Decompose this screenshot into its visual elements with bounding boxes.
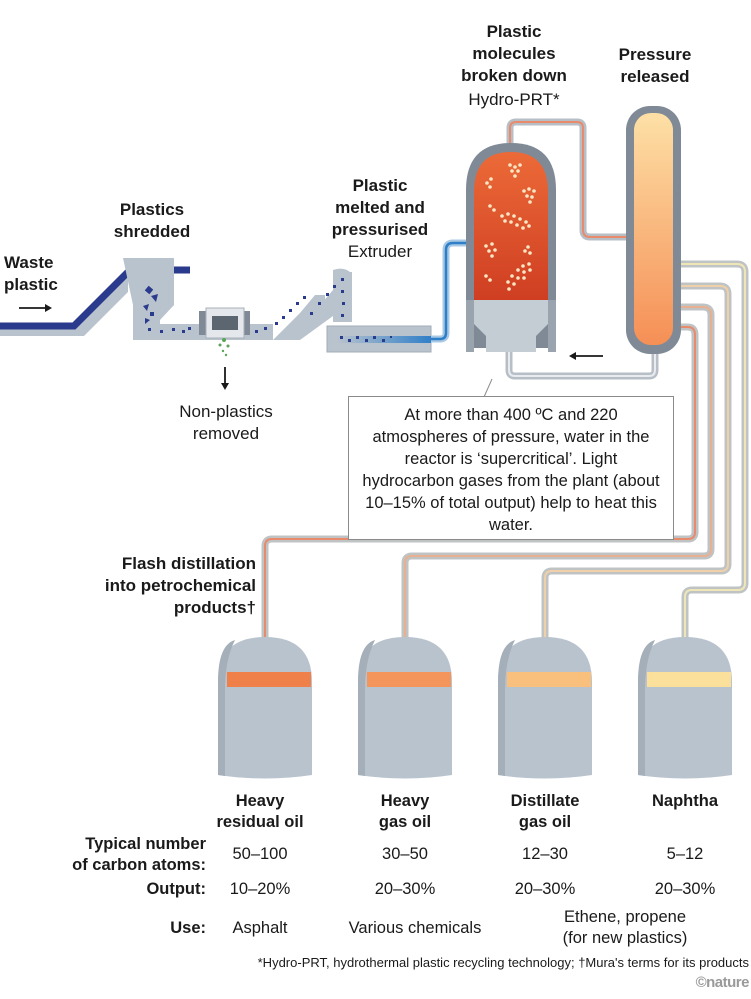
use-value: Ethene, propene(for new plastics) xyxy=(562,908,688,947)
left-arrow-icon xyxy=(569,352,603,360)
carbon-value: 5–12 xyxy=(666,845,704,863)
product-pipes xyxy=(261,260,749,640)
footnote: *Hydro-PRT, hydrothermal plastic recycli… xyxy=(257,955,749,970)
distillation-tank xyxy=(638,637,732,779)
output-value: 10–20% xyxy=(229,880,291,898)
output-value: 20–30% xyxy=(374,880,436,898)
row-label-use: Use: xyxy=(170,919,206,937)
tank-color-band xyxy=(227,672,311,687)
distillation-tank xyxy=(358,637,452,779)
extruder-feed xyxy=(290,268,352,340)
tank-color-band xyxy=(507,672,591,687)
output-value: 20–30% xyxy=(514,880,576,898)
carbon-value: 50–100 xyxy=(232,845,288,863)
tank-color-band xyxy=(367,672,451,687)
pressure-column xyxy=(626,106,681,354)
row-label-output: Output: xyxy=(146,880,206,898)
extruder xyxy=(326,325,432,353)
callout-pointer xyxy=(483,378,493,398)
use-value: Asphalt xyxy=(232,919,288,937)
use-value: Various chemicals xyxy=(348,919,482,937)
tank-color-band xyxy=(647,672,731,687)
reactor xyxy=(466,143,556,352)
output-value: 20–30% xyxy=(654,880,716,898)
distillation-tank xyxy=(218,637,312,779)
down-arrow-icon xyxy=(221,367,229,390)
separator-unit xyxy=(199,307,250,357)
label-hydro-prt: Hydro-PRT* xyxy=(468,90,560,109)
carbon-value: 30–50 xyxy=(382,845,428,863)
supercritical-note: At more than 400 ºC and 220 atmospheres … xyxy=(348,396,674,540)
carbon-value: 12–30 xyxy=(522,845,568,863)
nature-credit: ©nature xyxy=(695,974,750,991)
distillation-tank xyxy=(498,637,592,779)
waste-arrow-icon xyxy=(19,304,52,312)
label-extruder: Extruder xyxy=(347,242,413,261)
product-name: Naphtha xyxy=(652,792,718,810)
